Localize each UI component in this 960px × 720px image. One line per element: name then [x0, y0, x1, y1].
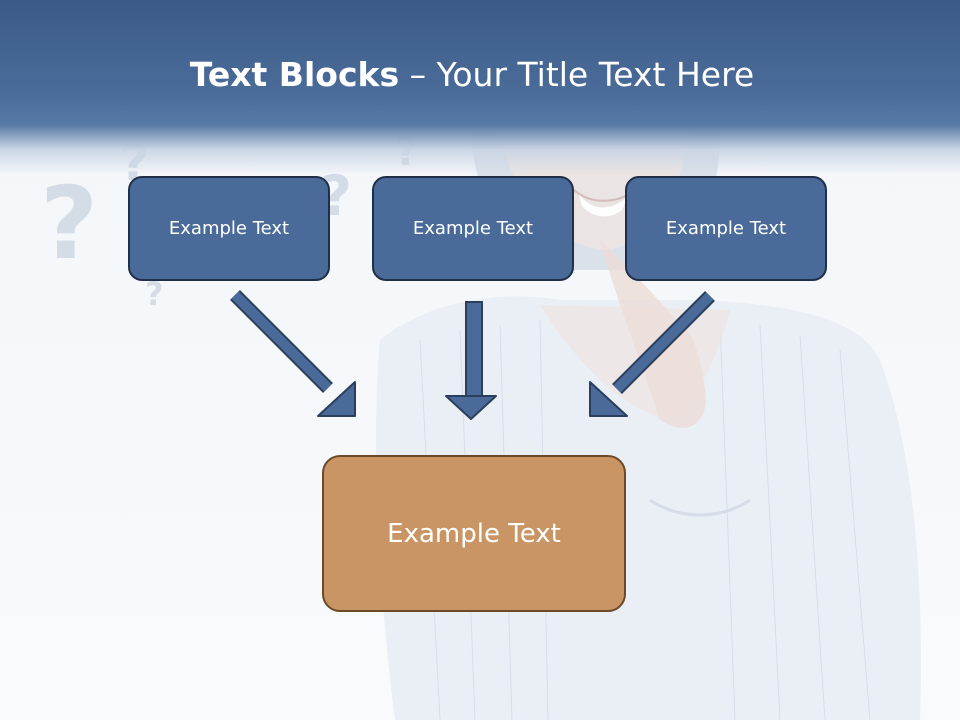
question-mark-icon: ? [40, 165, 98, 282]
header-band [0, 0, 960, 175]
text-block-middle[interactable]: Example Text [372, 176, 574, 281]
text-block-right[interactable]: Example Text [625, 176, 827, 281]
text-block-right-label: Example Text [665, 218, 787, 239]
arrow-middle [445, 301, 497, 420]
title-dash: – [399, 55, 437, 94]
arrow-left [230, 290, 356, 417]
text-block-bottom-label: Example Text [387, 518, 561, 549]
text-block-bottom[interactable]: Example Text [322, 455, 626, 612]
title-bold: Text Blocks [189, 55, 400, 94]
slide-title: Text Blocks – Your Title Text Here [0, 50, 944, 100]
text-block-left-label: Example Text [168, 218, 290, 239]
text-block-middle-label: Example Text [412, 218, 534, 239]
question-mark-icon: ? [145, 275, 164, 313]
text-block-left[interactable]: Example Text [128, 176, 330, 281]
title-rest: Your Title Text Here [436, 55, 755, 94]
arrow-right [589, 291, 715, 417]
